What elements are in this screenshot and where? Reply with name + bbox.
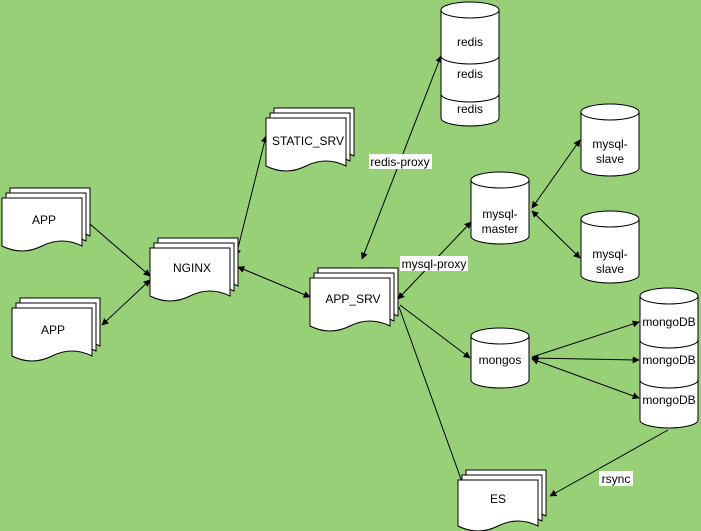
- mysql-master-label-1: mysql-: [482, 207, 517, 221]
- edge-mongos-mongodb3: [531, 357, 640, 400]
- app-srv-label: APP_SRV: [325, 292, 380, 306]
- mongodb-label-2: mongoDB: [642, 353, 695, 367]
- mysql-slave-2-label-1: mysql-: [592, 247, 627, 261]
- app-2-label: APP: [41, 323, 65, 337]
- mysql-slave-1-label-1: mysql-: [592, 137, 627, 151]
- mongodb-label-1: mongoDB: [642, 315, 695, 329]
- edge-mongodb-es-rsync: [549, 429, 669, 497]
- mysql-master-node[interactable]: mysql- master: [470, 171, 530, 245]
- mysql-slave-2-label-2: slave: [596, 262, 624, 276]
- static-srv-label: STATIC_SRV: [272, 134, 344, 148]
- nginx-label: NGINX: [173, 261, 211, 275]
- mysql-slave-node-2[interactable]: mysql- slave: [580, 210, 640, 284]
- redis-label-2: redis: [457, 67, 483, 81]
- mysql-master-label-2: master: [482, 222, 519, 236]
- static-srv-node[interactable]: STATIC_SRV: [265, 107, 355, 172]
- mongos-label: mongos: [479, 353, 522, 367]
- edge-appsrv-es: [398, 306, 468, 494]
- app-node-2[interactable]: APP: [11, 297, 101, 362]
- nginx-node[interactable]: NGINX: [149, 237, 239, 302]
- redis-label-3: redis: [457, 102, 483, 116]
- mongodb-label-3: mongoDB: [642, 393, 695, 407]
- mongodb-cluster-node[interactable]: mongoDB mongoDB mongoDB: [639, 287, 699, 429]
- edge-mongos-mongodb2: [531, 354, 640, 364]
- edge-app2-nginx: [101, 279, 151, 326]
- mysql-proxy-label: mysql-proxy: [402, 257, 467, 271]
- edge-master-slave1: [531, 139, 581, 209]
- es-label: ES: [490, 492, 506, 506]
- edge-app1-nginx: [82, 217, 151, 277]
- edge-nginx-appsrv: [237, 266, 311, 298]
- app-node-1[interactable]: APP: [1, 187, 91, 252]
- mongos-node[interactable]: mongos: [470, 327, 530, 389]
- es-node[interactable]: ES: [457, 469, 547, 531]
- rsync-label: rsync: [602, 472, 631, 486]
- mysql-slave-node-1[interactable]: mysql- slave: [580, 103, 640, 177]
- app-srv-node[interactable]: APP_SRV: [309, 267, 399, 332]
- redis-proxy-label: redis-proxy: [370, 155, 429, 169]
- edge-nginx-static: [234, 135, 268, 257]
- edge-labels: redis-proxy mysql-proxy rsync: [369, 154, 633, 486]
- edge-mongos-mongodb1: [531, 320, 640, 358]
- edge-appsrv-mongos: [399, 304, 471, 359]
- redis-cluster-node[interactable]: redis redis redis: [440, 1, 500, 127]
- edge-master-slave2: [531, 210, 581, 259]
- mysql-slave-1-label-2: slave: [596, 152, 624, 166]
- app-1-label: APP: [32, 213, 56, 227]
- redis-label-1: redis: [457, 35, 483, 49]
